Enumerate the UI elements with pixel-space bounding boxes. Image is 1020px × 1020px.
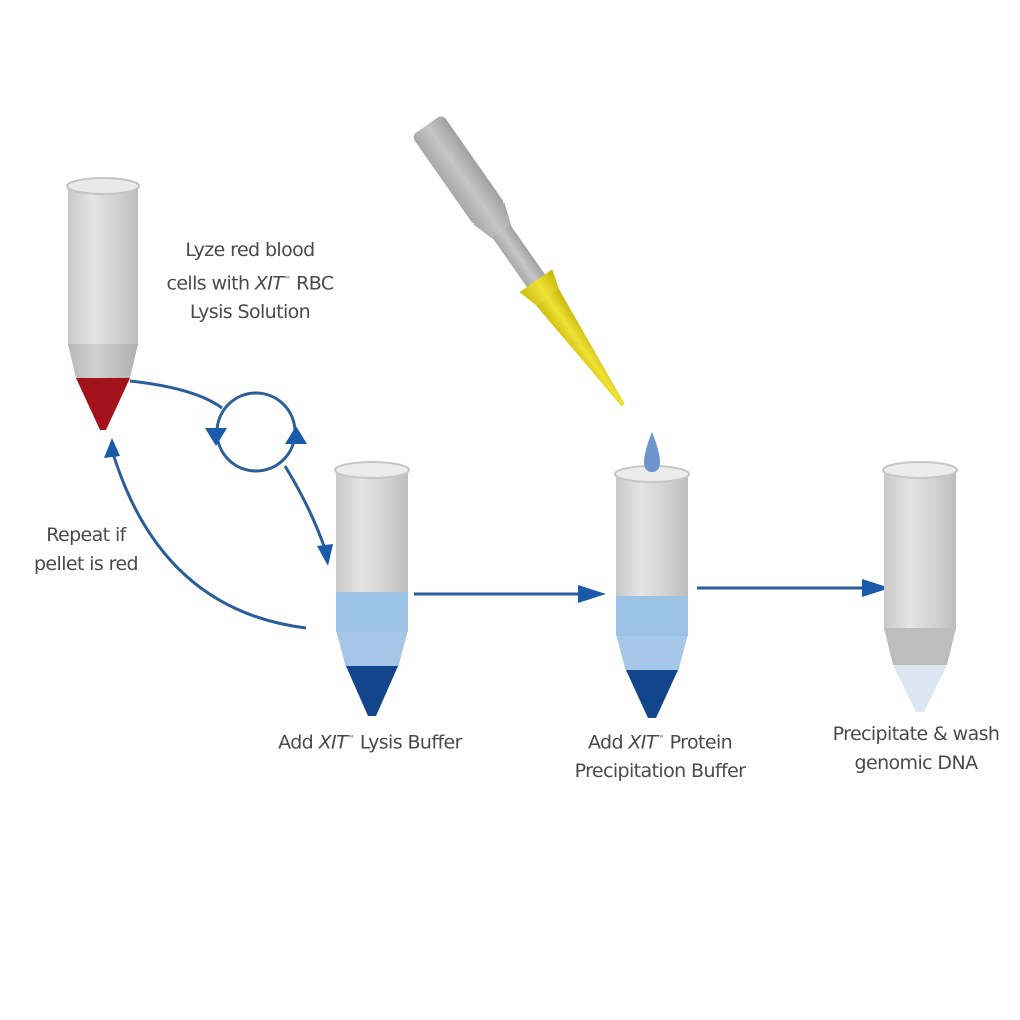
- label-line: Precipitate & wash: [832, 723, 1000, 745]
- pipette-tip: [519, 269, 559, 306]
- label-line: Lysis Solution: [189, 301, 311, 324]
- label-line: Add XIT™ Lysis Buffer: [278, 731, 462, 754]
- label-line: Precipitation Buffer: [574, 760, 746, 783]
- brand-name: XIT: [254, 272, 284, 295]
- arrowhead-repeat: [104, 438, 120, 458]
- arrowhead-into-tube3: [578, 585, 606, 603]
- step-label-lysis-buffer: Add XIT™ Lysis Buffer: [240, 724, 500, 757]
- step-label-protein-precipitation: Add XIT™ Protein Precipitation Buffer: [540, 724, 780, 786]
- arrow-tube1-to-cycle: [129, 379, 223, 410]
- step-label-precipitate-wash: Precipitate & wash genomic DNA: [806, 720, 1020, 778]
- label-line: pellet is red: [33, 553, 139, 575]
- buffer-drop: [644, 432, 660, 472]
- connectors: [104, 379, 890, 630]
- arrowhead-into-tube4: [862, 579, 890, 597]
- label-line: genomic DNA: [854, 752, 979, 774]
- brand-name: XIT: [628, 731, 657, 754]
- cycle-arrowhead-up: [285, 426, 307, 444]
- arrow-repeat-back: [110, 449, 307, 630]
- arrowhead-into-tube2: [317, 544, 333, 566]
- tube-lysis-buffer: [334, 461, 410, 716]
- label-line: Lyze red blood: [185, 239, 315, 261]
- cycle-arrowhead-down: [205, 428, 227, 446]
- label-line: cells with XIT™ RBC: [166, 272, 334, 295]
- mix-cycle-circle: [215, 391, 297, 473]
- tube-rbc-lysis: [66, 177, 140, 430]
- red-pellet: [76, 378, 130, 430]
- tube-precipitate-wash: [882, 461, 958, 712]
- label-line: Repeat if: [46, 524, 126, 546]
- tube-protein-precipitation: [614, 465, 690, 718]
- step-label-rbc-lysis: Lyze red blood cells with XIT™ RBC Lysis…: [150, 236, 350, 327]
- blue-pellet: [626, 670, 678, 718]
- brand-name: XIT: [318, 731, 348, 754]
- pipette: [413, 116, 660, 472]
- blue-pellet: [346, 666, 398, 716]
- arrow-cycle-to-tube2: [283, 465, 328, 553]
- repeat-note: Repeat if pellet is red: [6, 521, 166, 579]
- dna-pellet: [893, 665, 947, 712]
- label-line: Add XIT™ Protein: [587, 731, 733, 754]
